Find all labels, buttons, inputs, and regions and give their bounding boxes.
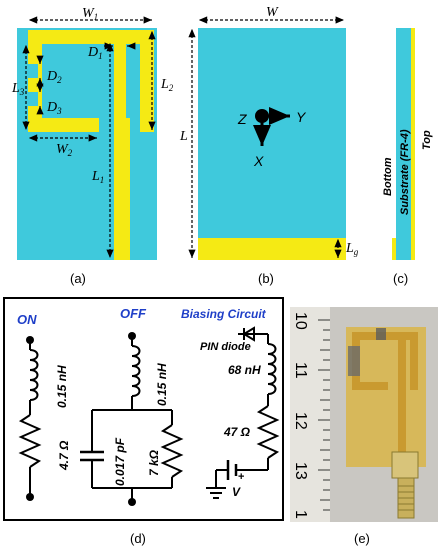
label-w: W bbox=[266, 5, 279, 20]
substrate-b bbox=[198, 28, 346, 260]
sma-connector bbox=[391, 451, 419, 479]
resistor-off bbox=[160, 424, 184, 478]
label-lg: Lg bbox=[345, 241, 359, 257]
label-v: V bbox=[232, 485, 241, 499]
value-cap-off: 0.017 pF bbox=[113, 437, 127, 486]
ruler-label-10: 10 bbox=[292, 312, 309, 330]
label-d3: D3 bbox=[46, 100, 62, 116]
ground-plane bbox=[198, 238, 346, 260]
notch-d3 bbox=[28, 92, 38, 106]
label-biasing: Biasing Circuit bbox=[181, 307, 267, 321]
substrate-side bbox=[396, 28, 411, 260]
ruler bbox=[290, 307, 330, 522]
inductor-on bbox=[29, 349, 39, 401]
label-top: Top bbox=[421, 130, 433, 150]
inductor-bias bbox=[267, 343, 277, 395]
value-ind-off: 0.15 nH bbox=[155, 363, 169, 406]
panel-c: Bottom Substrate (FR-4) Top (c) bbox=[382, 28, 433, 286]
label-l3: L3 bbox=[11, 81, 25, 97]
label-bottom: Bottom bbox=[382, 157, 394, 196]
panel-e: 10 11 12 13 1 (e) bbox=[290, 307, 438, 546]
caption-b: (b) bbox=[258, 271, 274, 286]
label-pin-diode: PIN diode bbox=[200, 341, 251, 353]
resistor-on bbox=[18, 414, 42, 468]
ruler-label-13: 13 bbox=[292, 462, 309, 480]
caption-e: (e) bbox=[354, 531, 370, 546]
pin-diode-solder bbox=[348, 346, 360, 376]
label-d2: D2 bbox=[46, 69, 62, 85]
ruler-label-1: 1 bbox=[292, 510, 309, 519]
panel-a: W1 D1 D2 D3 L3 L2 W2 L1 (a) bbox=[11, 6, 174, 286]
value-res-on: 4.7 Ω bbox=[57, 440, 71, 471]
axis-z-label: Z bbox=[237, 111, 247, 127]
label-off: OFF bbox=[120, 306, 147, 321]
axis-x-label: X bbox=[253, 153, 264, 169]
label-d1: D1 bbox=[87, 45, 103, 61]
value-ind-bias: 68 nH bbox=[228, 363, 261, 377]
value-ind-on: 0.15 nH bbox=[55, 365, 69, 408]
label-on: ON bbox=[17, 312, 37, 327]
caption-c: (c) bbox=[393, 271, 408, 286]
value-res-off: 7 kΩ bbox=[147, 449, 161, 476]
label-plus: + bbox=[238, 471, 244, 483]
ruler-label-11: 11 bbox=[292, 362, 309, 379]
inductor-off bbox=[131, 345, 141, 397]
value-res-bias: 47 Ω bbox=[223, 425, 251, 439]
caption-d: (d) bbox=[130, 531, 146, 546]
label-l1: L1 bbox=[91, 169, 104, 185]
panel-b: W L Lg Z Y X (b) bbox=[179, 5, 359, 286]
label-substrate: Substrate (FR-4) bbox=[399, 129, 411, 215]
axis-y-label: Y bbox=[296, 109, 307, 125]
label-l: L bbox=[179, 129, 188, 144]
notch-d2 bbox=[28, 64, 38, 78]
label-w1: W1 bbox=[82, 6, 98, 22]
ruler-label-12: 12 bbox=[292, 412, 309, 430]
bottom-copper-side bbox=[392, 238, 396, 260]
ruler-ticks bbox=[318, 319, 330, 511]
resistor-bias bbox=[256, 405, 280, 459]
top-copper-side bbox=[411, 28, 415, 260]
caption-a: (a) bbox=[70, 271, 86, 286]
label-w2: W2 bbox=[56, 142, 73, 158]
panel-d: ON 0.15 nH 4.7 Ω OFF 0.15 nH 0.017 pF 7 … bbox=[3, 297, 284, 546]
label-l2: L2 bbox=[160, 77, 174, 93]
